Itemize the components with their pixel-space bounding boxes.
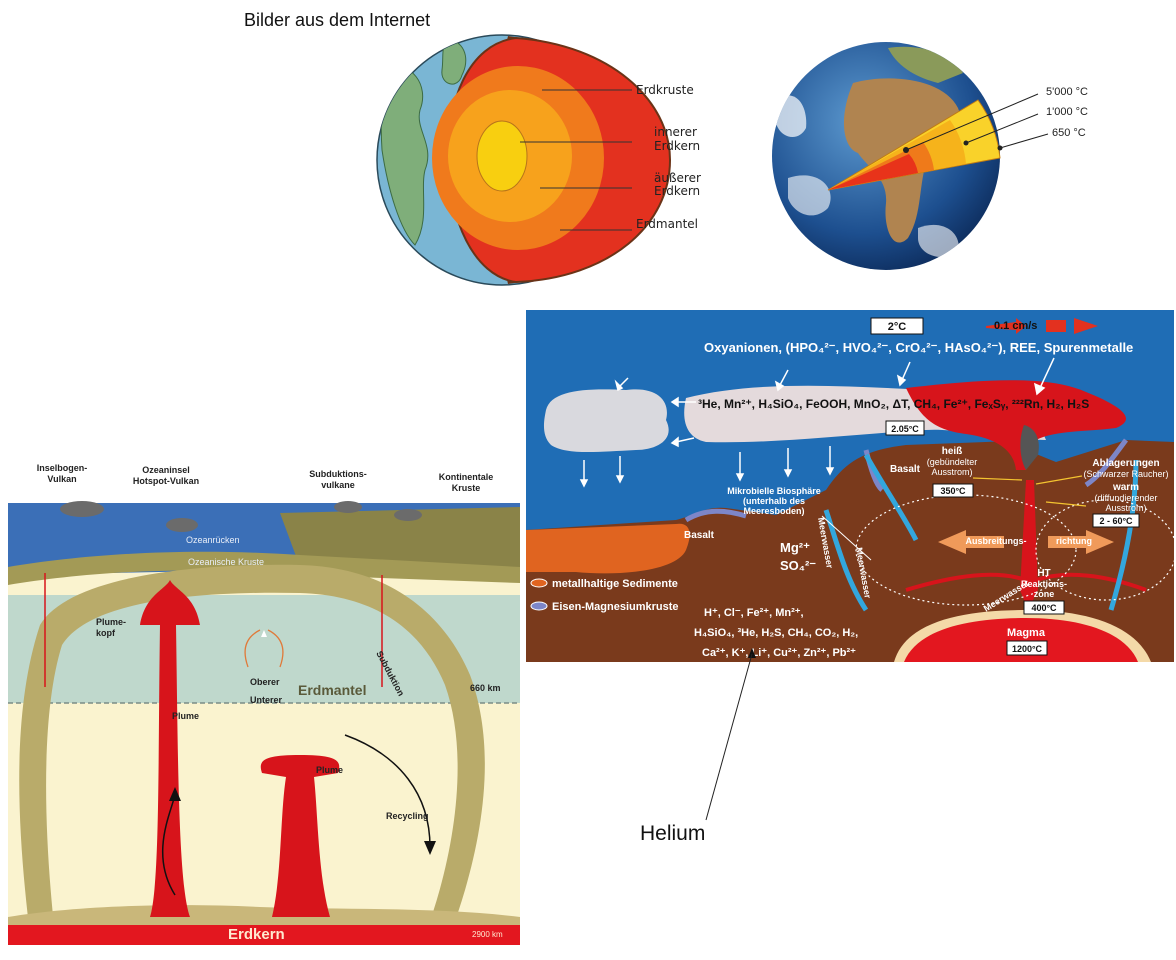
temp-2-60: 2 - 60°C — [1099, 516, 1133, 526]
temp-650: 650 °C — [1052, 127, 1086, 139]
label-ozeaninsel-1: Ozeaninsel — [142, 465, 190, 475]
label-inselbogen-2: Vulkan — [47, 474, 76, 484]
helium-label: Helium — [640, 822, 706, 845]
label-plume-a: Plume — [172, 711, 199, 721]
ht-label-2: Reaktions- — [1021, 579, 1067, 589]
temp-400: 400°C — [1031, 603, 1057, 613]
heiss-label: heiß — [942, 446, 963, 457]
biosphaere-3: Meeresboden) — [743, 506, 804, 516]
temp-1200: 1200°C — [1012, 644, 1043, 654]
temp-2c: 2°C — [888, 321, 907, 333]
heiss-sub-2: Ausstrom) — [931, 467, 972, 477]
page-title: Bilder aus dem Internet — [244, 10, 431, 30]
so4-label: SO₄²⁻ — [780, 558, 816, 573]
ions-line-3: Ca²⁺, K⁺, Li⁺, Cu²⁺, Zn²⁺, Pb²⁺ — [702, 647, 856, 659]
label-inner-core-2: Erdkern — [654, 139, 700, 153]
ausbreitung-1: Ausbreitungs- — [965, 536, 1026, 546]
label-subduktions-1: Subduktions- — [309, 469, 367, 479]
temp-1000: 1'000 °C — [1046, 106, 1088, 118]
ht-label-1: HT — [1037, 568, 1050, 579]
biosphaere-2: (unterhalb des — [743, 496, 805, 506]
label-plume-b: Plume — [316, 765, 343, 775]
label-unterer: Unterer — [250, 695, 283, 705]
hydrothermal-vent-diagram: 2°C 0.1 cm/s Oxyanionen, (HPO₄²⁻, HVO₄²⁻… — [526, 310, 1176, 662]
mg-label: Mg²⁺ — [780, 540, 810, 555]
ions-line-2: H₄SiO₄, ³He, H₂S, CH₄, CO₂, H₂, — [694, 627, 858, 639]
label-inselbogen-1: Inselbogen- — [37, 463, 88, 473]
label-erdkruste: Erdkruste — [636, 83, 694, 97]
label-erdkern: Erdkern — [228, 926, 285, 943]
label-ozeanische-kruste: Ozeanische Kruste — [188, 557, 264, 567]
label-plumekopf-2: kopf — [96, 628, 116, 638]
ht-label-3: zone — [1034, 589, 1055, 599]
heiss-sub-1: (gebündelter — [927, 457, 978, 467]
label-kontinentale-1: Kontinentale — [439, 472, 494, 482]
label-outer-core-2: Erdkern — [654, 184, 700, 198]
label-recycling: Recycling — [386, 811, 429, 821]
temp-350: 350°C — [940, 486, 966, 496]
mantle-plume-diagram: Inselbogen- Vulkan Ozeaninsel Hotspot-Vu… — [8, 463, 520, 945]
warm-label: warm — [1112, 482, 1139, 493]
label-inner-core-1: innerer — [654, 125, 697, 139]
plume-species-label: ³He, Mn²⁺, H₄SiO₄, FeOOH, MnO₂, ΔT, CH₄,… — [698, 397, 1089, 411]
basalt-label-1: Basalt — [890, 464, 921, 475]
legend-sedimente: metallhaltige Sedimente — [552, 578, 678, 590]
biosphaere-1: Mikrobielle Biosphäre — [727, 486, 821, 496]
magma-label: Magma — [1007, 627, 1046, 639]
globe-temperature-diagram: 5'000 °C 1'000 °C 650 °C — [772, 42, 1088, 270]
schwarzer-raucher-label: (Schwarzer Raucher) — [1083, 469, 1168, 479]
warm-sub-1: (diffundierender — [1095, 493, 1158, 503]
temp-5000: 5'000 °C — [1046, 86, 1088, 98]
label-2900km: 2900 km — [472, 930, 503, 939]
label-oberer: Oberer — [250, 677, 280, 687]
ausbreitung-2: richtung — [1056, 536, 1092, 546]
label-erdmantel: Erdmantel — [636, 217, 698, 231]
label-subduktions-2: vulkane — [321, 480, 355, 490]
label-outer-core-1: äußerer — [654, 171, 701, 185]
label-kontinentale-2: Kruste — [452, 483, 481, 493]
label-ozeanruecken: Ozeanrücken — [186, 535, 240, 545]
legend-eisen: Eisen-Magnesiumkruste — [552, 601, 679, 613]
basalt-label-2: Basalt — [684, 530, 715, 541]
ions-line-1: H⁺, Cl⁻, Fe²⁺, Mn²⁺, — [704, 607, 804, 619]
earth-layers-diagram: Erdkruste innerer Erdkern äußerer Erdker… — [376, 34, 701, 286]
ablagerungen-label: Ablagerungen — [1092, 458, 1159, 469]
flow-speed: 0.1 cm/s — [994, 320, 1037, 332]
label-plumekopf-1: Plume- — [96, 617, 126, 627]
warm-sub-2: Ausstrom) — [1105, 503, 1146, 513]
label-660km: 660 km — [470, 683, 501, 693]
label-ozeaninsel-2: Hotspot-Vulkan — [133, 476, 199, 486]
oxyanionen-label: Oxyanionen, (HPO₄²⁻, HVO₄²⁻, CrO₄²⁻, HAs… — [704, 340, 1133, 355]
label-erdmantel-section: Erdmantel — [298, 682, 366, 698]
temp-205: 2.05°C — [891, 424, 919, 434]
helium-pointer-line — [705, 653, 753, 821]
